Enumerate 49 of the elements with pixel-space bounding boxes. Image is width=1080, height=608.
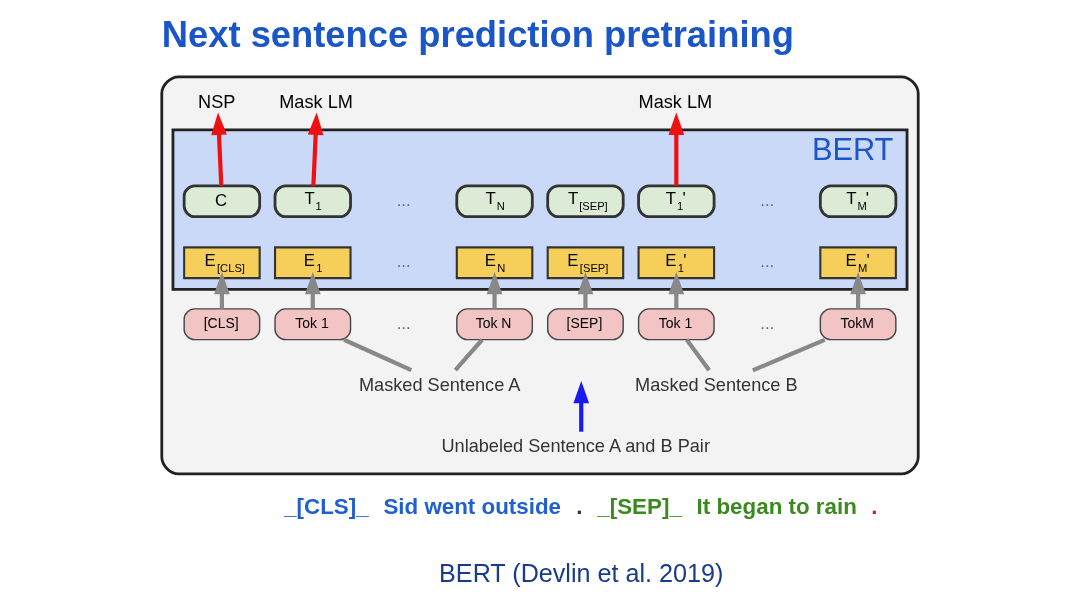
node-box: E$_{M}$' [819,246,897,280]
node-text: Masked Sentence A [358,374,521,395]
node-text: Unlabeled Sentence A and B Pair [441,436,710,457]
arrow [486,271,503,309]
node-box: T$_{1}$' [637,184,716,218]
connector [343,337,413,373]
label: Sid went outside [383,494,562,520]
node-text: Masked Sentence B [635,374,798,395]
cluster [160,75,920,476]
node-box: E$_{[SEP]}$ [546,246,625,280]
arrow [668,112,685,186]
node-box: E$_{1}$' [637,246,716,280]
connector [453,338,484,372]
label: ... [396,252,411,272]
node-box: Tok N [456,308,533,341]
label: _[CLS]_ [284,494,369,520]
label: ... [396,313,411,333]
label: ... [396,190,411,210]
label: ... [760,190,775,210]
node-box: Tok 1 [637,308,715,341]
connector [685,338,711,372]
node-text: NSP [198,92,236,113]
node-box: E$_{1}$ [274,246,352,280]
diagram-title: Next sentence prediction pretraining [161,14,794,56]
label: . [871,494,878,520]
node-text: Mask LM [279,92,353,113]
node-box: C [182,184,262,218]
node-box: E$_{N}$ [455,246,534,280]
arrow [573,380,590,432]
arrow [577,271,594,309]
connector [752,337,826,373]
node-box: [CLS] [183,308,261,341]
label: _[SEP]_ [597,494,682,520]
node-box: T$_{M}$' [818,184,898,218]
node-box: TokM [819,308,897,341]
label: It began to rain [696,494,857,520]
node-box: [SEP] [547,308,624,341]
arrow [307,112,324,186]
node-box: T$_{[SEP]}$ [546,184,625,218]
node-box: T$_{1}$ [273,184,352,218]
node-box: E$_{[CLS]}$ [183,246,261,280]
node-box: T$_{N}$ [455,184,534,218]
label: ... [760,313,775,333]
node-text: Mask LM [638,92,713,113]
label: ... [760,252,775,272]
node-box: Tok 1 [274,308,352,341]
label: . [576,494,583,520]
arrow [211,112,227,186]
label: BERT (Devlin et al. 2019) [439,559,724,588]
